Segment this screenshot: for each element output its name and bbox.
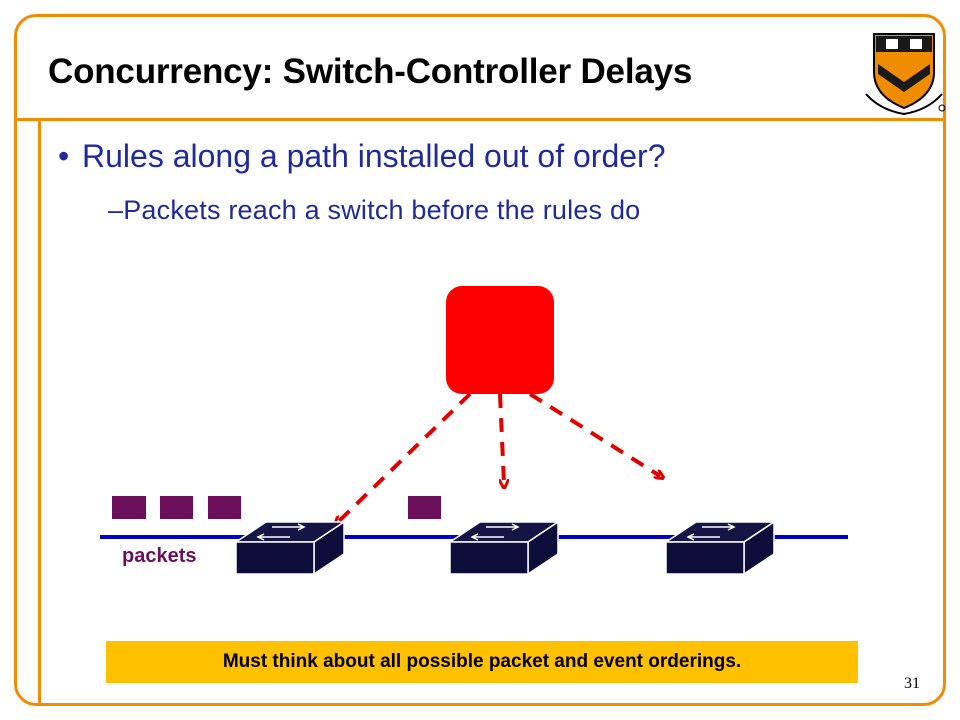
slide-title: Concurrency: Switch-Controller Delays [48,52,693,91]
callout-box: Must think about all possible packet and… [106,641,858,683]
bullet-point-1: • Rules along a path installed out of ord… [58,138,666,175]
callout-text: Must think about all possible packet and… [222,651,742,672]
page-number: 31 [904,675,920,692]
packets-label: packets [122,545,197,567]
title-divider [14,118,946,121]
bullet-1-text: Rules along a path installed out of orde… [82,138,666,174]
shield-logo-icon [865,33,946,116]
slide-frame [14,14,946,706]
left-divider [38,118,41,706]
sub-bullet-1: –Packets reach a switch before the rules… [108,195,641,225]
bullet-marker: • [58,138,70,174]
